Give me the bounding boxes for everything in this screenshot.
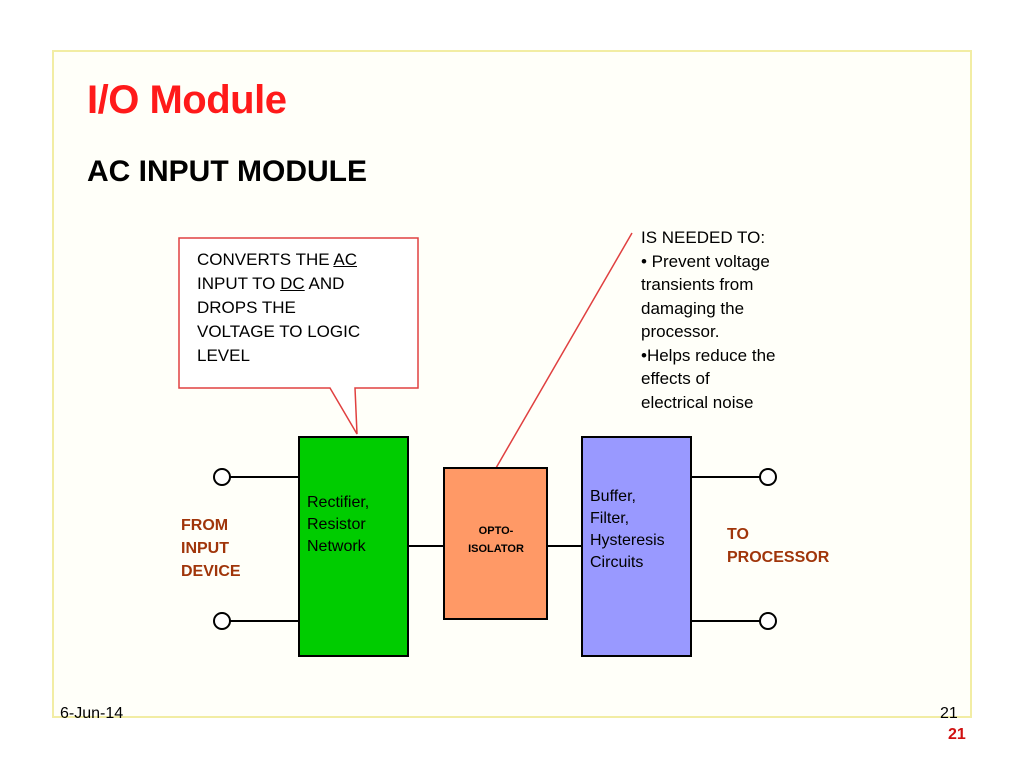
opto-label-line: OPTO-: [478, 525, 514, 537]
buffer-label-line: Buffer,: [590, 488, 636, 505]
input-label-line: DEVICE: [181, 563, 241, 580]
callout-text: CONVERTS THE AC INPUT TO DC AND DROPS TH…: [197, 248, 412, 368]
rectifier-label-line: Network: [307, 538, 366, 555]
callout-line4: VOLTAGE TO LOGIC: [197, 322, 361, 341]
opto-label-line: ISOLATOR: [468, 543, 524, 555]
slide-title: I/O Module: [87, 78, 287, 122]
callout-line2-suffix: AND: [304, 274, 345, 293]
opto-pointer-line: [495, 232, 633, 469]
callout-line3: DROPS THE: [197, 298, 296, 317]
output-terminal-top: [759, 468, 777, 486]
footer-page-number-overlay: 21: [948, 726, 966, 743]
callout-line1-prefix: CONVERTS THE: [197, 250, 334, 269]
opto-note-line: electrical noise: [641, 392, 754, 412]
opto-note: IS NEEDED TO: • Prevent voltage transien…: [641, 226, 821, 414]
buffer-label: Buffer, Filter, Hysteresis Circuits: [590, 486, 665, 574]
slide-subtitle: AC INPUT MODULE: [87, 155, 367, 188]
output-terminal-bottom: [759, 612, 777, 630]
output-label-line: TO: [727, 526, 749, 543]
opto-note-line: transients from: [641, 275, 754, 294]
opto-label: OPTO- ISOLATOR: [446, 522, 546, 558]
opto-note-heading: IS NEEDED TO:: [641, 228, 766, 247]
buffer-label-line: Filter,: [590, 510, 630, 527]
input-terminal-top: [213, 468, 231, 486]
input-device-label: FROM INPUT DEVICE: [181, 514, 241, 583]
output-label-line: PROCESSOR: [727, 549, 830, 566]
input-terminal-bottom: [213, 612, 231, 630]
input-label-line: INPUT: [181, 540, 229, 557]
callout-bubble: [178, 237, 419, 435]
opto-note-line: •Helps reduce the: [641, 345, 776, 365]
processor-label: TO PROCESSOR: [727, 523, 829, 569]
rectifier-label-line: Rectifier,: [307, 494, 370, 511]
footer-page-number: 21: [940, 705, 958, 722]
rectifier-label: Rectifier, Resistor Network: [307, 492, 369, 558]
buffer-label-line: Circuits: [590, 554, 644, 571]
opto-note-line: • Prevent voltage: [641, 251, 770, 271]
rectifier-block: [298, 436, 409, 657]
rectifier-label-line: Resistor: [307, 516, 366, 533]
opto-note-line: processor.: [641, 322, 720, 341]
callout-line5: LEVEL: [197, 346, 250, 365]
callout-line2-prefix: INPUT TO: [197, 274, 281, 293]
callout-dc: DC: [280, 274, 305, 293]
footer-date: 6-Jun-14: [60, 705, 124, 722]
opto-isolator-block: [443, 467, 548, 620]
input-label-line: FROM: [181, 517, 229, 534]
opto-note-line: effects of: [641, 369, 710, 388]
buffer-label-line: Hysteresis: [590, 532, 665, 549]
opto-note-line: damaging the: [641, 298, 745, 318]
buffer-block: [581, 436, 692, 657]
callout-ac: AC: [333, 250, 357, 269]
